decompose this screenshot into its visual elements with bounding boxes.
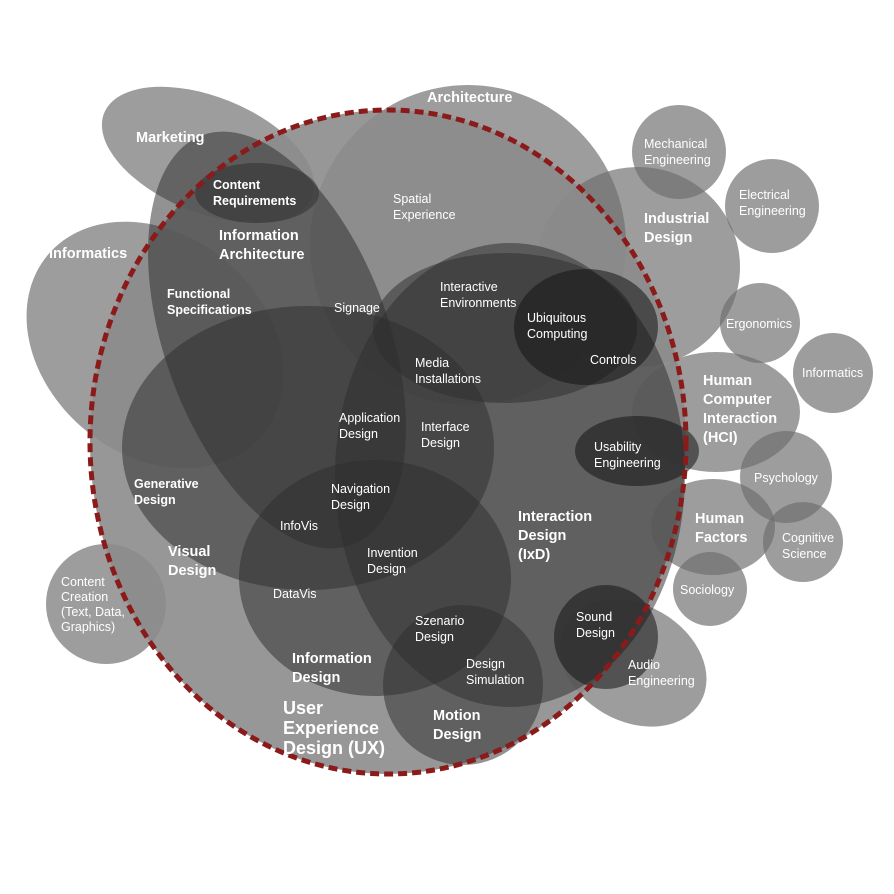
label-sociology: Sociology xyxy=(680,583,735,597)
ux-boundary xyxy=(87,107,689,777)
label-signage: Signage xyxy=(334,301,380,315)
dark-regions xyxy=(514,269,699,689)
ubiquitous-computing-area xyxy=(514,269,658,385)
label-psychology: Psychology xyxy=(754,471,819,485)
sociology-area xyxy=(673,552,747,626)
ergonomics-area xyxy=(720,283,800,363)
label-informatics-right: Informatics xyxy=(802,366,863,380)
sound-design-area xyxy=(554,585,658,689)
label-datavis: DataVis xyxy=(273,587,317,601)
electrical-engineering-area xyxy=(725,159,819,253)
label-architecture: Architecture xyxy=(427,90,512,106)
usability-engineering-area xyxy=(575,416,699,486)
label-infovis: InfoVis xyxy=(280,519,318,533)
label-informatics-left: Informatics xyxy=(49,246,127,262)
label-controls: Controls xyxy=(590,353,637,367)
content-requirements-area xyxy=(195,163,319,223)
informatics-right-area xyxy=(793,333,873,413)
cognitive-science-area xyxy=(763,502,843,582)
label-marketing: Marketing xyxy=(136,130,205,146)
label-ergonomics: Ergonomics xyxy=(726,317,792,331)
motion-design-area xyxy=(383,605,543,765)
mechanical-engineering-area xyxy=(632,105,726,199)
inner-regions xyxy=(122,131,685,765)
